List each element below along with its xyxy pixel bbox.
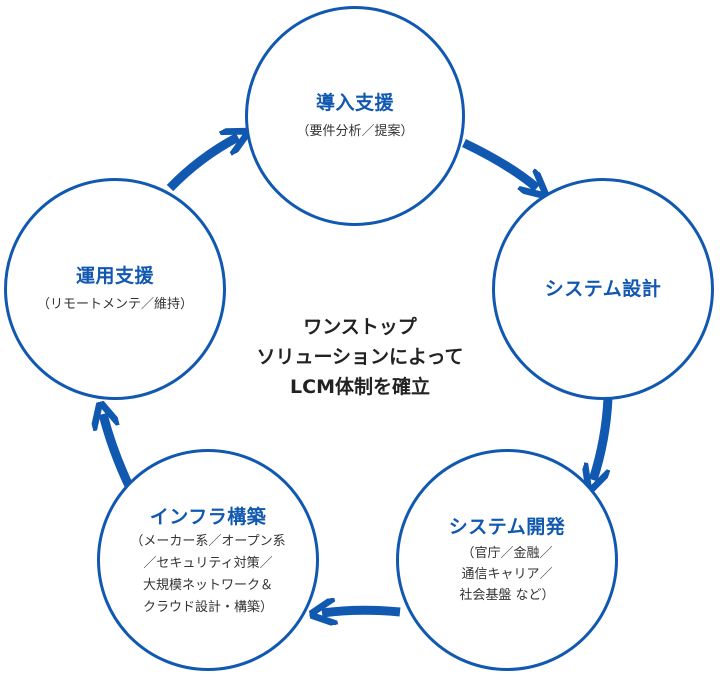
node-subtitle-line: （メーカー系／オープン系 xyxy=(130,534,286,549)
node-subtitle: （要件分析／提案） xyxy=(296,121,413,142)
arrow-n1-to-n2 xyxy=(462,138,537,188)
arrow-n3-to-n4 xyxy=(322,610,401,613)
center-message-line: ソリューションによって xyxy=(256,346,464,368)
arrow-n5-to-n1 xyxy=(166,137,238,192)
node-title: システム開発 xyxy=(448,515,566,538)
node-subtitle-line: （要件分析／提案） xyxy=(296,123,414,139)
arrow-n2-to-n3 xyxy=(593,397,613,480)
node-title: 導入支援 xyxy=(315,91,394,114)
node-subtitle-line: （リモートメンテ／維持） xyxy=(36,296,193,312)
node-title: システム設計 xyxy=(544,278,662,300)
node-subtitle: （リモートメンテ／維持） xyxy=(37,294,193,315)
center-message-line: LCM体制を確立 xyxy=(290,376,430,398)
node-system-design: システム設計 xyxy=(492,178,714,400)
node-subtitle-line: ／セキュリティ対策／ xyxy=(143,556,273,571)
node-infrastructure-build: インフラ構築 （メーカー系／オープン系 ／セキュリティ対策／ 大規模ネットワーク… xyxy=(97,449,319,671)
node-subtitle: （官庁／金融／ 通信キャリア／ 社会基盤 など） xyxy=(459,543,554,606)
node-operation-support: 運用支援 （リモートメンテ／維持） xyxy=(4,178,226,400)
node-system-development: システム開発 （官庁／金融／ 通信キャリア／ 社会基盤 など） xyxy=(396,449,618,671)
node-subtitle-line: 通信キャリア／ xyxy=(461,566,553,582)
arrow-n4-to-n5 xyxy=(103,414,135,490)
node-title: インフラ構築 xyxy=(149,506,267,528)
center-message-line: ワンストップ xyxy=(303,316,417,338)
node-subtitle-line: 大規模ネットワーク＆ xyxy=(142,578,273,593)
node-title: 運用支援 xyxy=(75,264,154,287)
node-introduction-support: 導入支援 （要件分析／提案） xyxy=(245,6,465,226)
center-message: ワンストップ ソリューションによって LCM体制を確立 xyxy=(235,312,485,402)
node-subtitle-line: 社会基盤 など） xyxy=(459,587,555,603)
node-subtitle-line: クラウド設計・構築） xyxy=(142,600,273,615)
node-subtitle: （メーカー系／オープン系 ／セキュリティ対策／ 大規模ネットワーク＆ クラウド設… xyxy=(130,531,285,619)
node-subtitle-line: （官庁／金融／ xyxy=(461,545,553,561)
